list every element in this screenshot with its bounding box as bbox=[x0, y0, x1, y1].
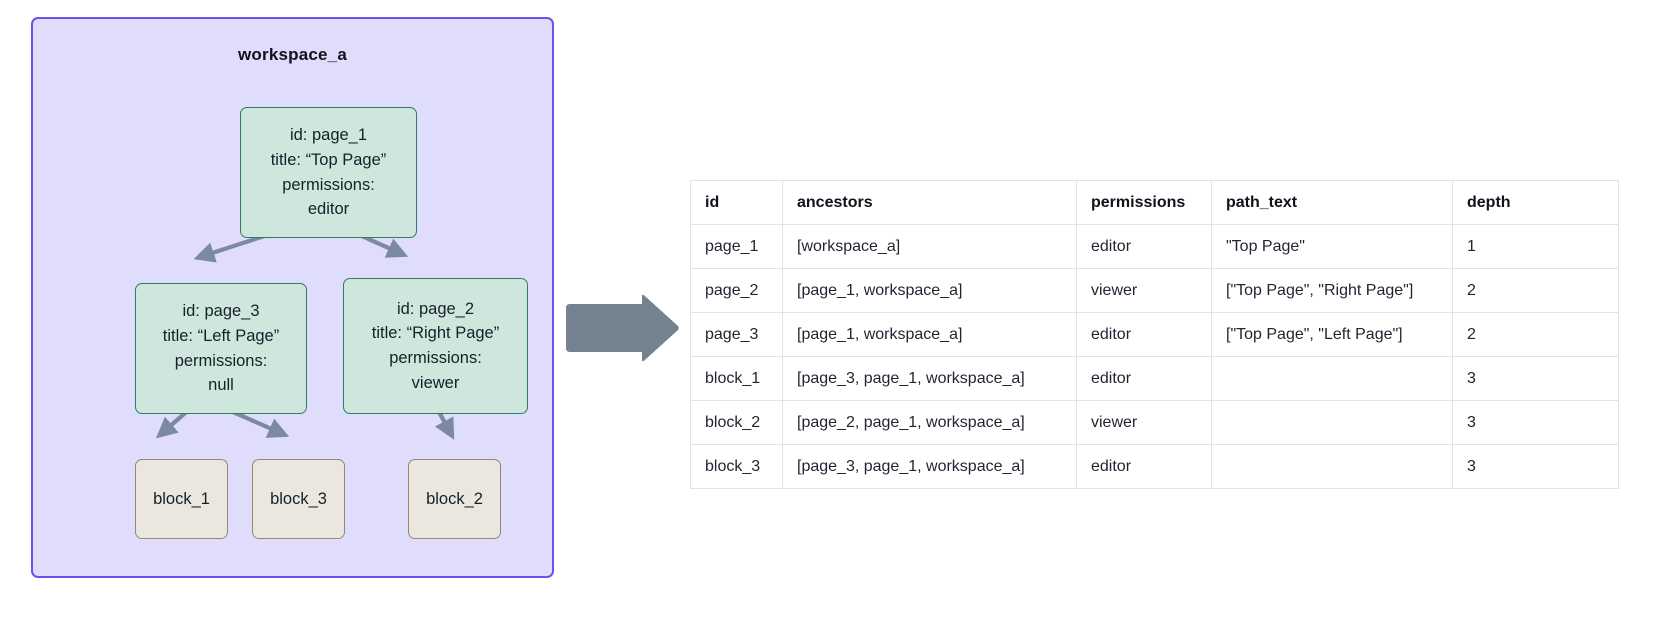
cell-permissions: editor bbox=[1076, 444, 1212, 489]
cell-permissions: editor bbox=[1076, 224, 1212, 269]
cell-depth: 2 bbox=[1452, 312, 1619, 357]
cell-depth: 2 bbox=[1452, 268, 1619, 313]
cell-permissions: viewer bbox=[1076, 268, 1212, 313]
column-header-permissions[interactable]: permissions bbox=[1076, 180, 1212, 225]
cell-depth: 3 bbox=[1452, 400, 1619, 445]
cell-permissions: editor bbox=[1076, 356, 1212, 401]
table-row[interactable]: block_1 [page_3, page_1, workspace_a] ed… bbox=[690, 356, 1619, 401]
cell-depth: 3 bbox=[1452, 444, 1619, 489]
node-block-2-label: block_2 bbox=[426, 489, 483, 508]
cell-permissions: editor bbox=[1076, 312, 1212, 357]
cell-path-text bbox=[1211, 400, 1453, 445]
node-page-1-permissions-value: editor bbox=[307, 200, 350, 219]
cell-id: page_1 bbox=[690, 224, 783, 269]
column-header-depth[interactable]: depth bbox=[1452, 180, 1619, 225]
cell-depth: 1 bbox=[1452, 224, 1619, 269]
node-page-2-permissions-label: permissions: bbox=[389, 349, 482, 367]
table-row[interactable]: page_3 [page_1, workspace_a] editor ["To… bbox=[690, 312, 1619, 357]
node-page-1-id: id: page_1 bbox=[289, 126, 368, 144]
cell-path-text bbox=[1211, 444, 1453, 489]
cell-id: page_3 bbox=[690, 312, 783, 357]
node-page-3-permissions-value: null bbox=[208, 376, 234, 395]
column-header-ancestors[interactable]: ancestors bbox=[782, 180, 1077, 225]
node-block-3[interactable]: block_3 bbox=[252, 459, 345, 539]
column-header-path-text[interactable]: path_text bbox=[1211, 180, 1453, 225]
cell-ancestors: [page_3, page_1, workspace_a] bbox=[782, 444, 1077, 489]
node-page-2[interactable]: id: page_2 title: “Right Page” permissio… bbox=[343, 278, 528, 414]
column-header-id[interactable]: id bbox=[690, 180, 783, 225]
result-table-container: id ancestors permissions path_text depth… bbox=[690, 180, 1619, 489]
workspace-container: workspace_a id: page_1 title: “Top Page”… bbox=[31, 17, 554, 578]
node-page-1[interactable]: id: page_1 title: “Top Page” permissions… bbox=[240, 107, 417, 238]
result-table: id ancestors permissions path_text depth… bbox=[690, 180, 1619, 489]
cell-id: block_1 bbox=[690, 356, 783, 401]
cell-path-text: ["Top Page", "Right Page"] bbox=[1211, 268, 1453, 313]
table-row[interactable]: page_1 [workspace_a] editor "Top Page" 1 bbox=[690, 224, 1619, 269]
cell-id: block_2 bbox=[690, 400, 783, 445]
table-row[interactable]: block_2 [page_2, page_1, workspace_a] vi… bbox=[690, 400, 1619, 445]
cell-ancestors: [page_1, workspace_a] bbox=[782, 312, 1077, 357]
cell-ancestors: [page_2, page_1, workspace_a] bbox=[782, 400, 1077, 445]
cell-ancestors: [page_3, page_1, workspace_a] bbox=[782, 356, 1077, 401]
transition-arrow-icon bbox=[566, 294, 679, 362]
cell-path-text: ["Top Page", "Left Page"] bbox=[1211, 312, 1453, 357]
node-block-1-label: block_1 bbox=[153, 489, 210, 508]
node-block-1[interactable]: block_1 bbox=[135, 459, 228, 539]
node-page-1-permissions-label: permissions: bbox=[282, 175, 375, 194]
node-page-2-permissions-value: viewer bbox=[411, 373, 460, 392]
node-block-3-label: block_3 bbox=[270, 489, 327, 508]
cell-ancestors: [page_1, workspace_a] bbox=[782, 268, 1077, 313]
node-page-3-id: id: page_3 bbox=[182, 302, 260, 320]
cell-id: block_3 bbox=[690, 444, 783, 489]
cell-id: page_2 bbox=[690, 268, 783, 313]
cell-permissions: viewer bbox=[1076, 400, 1212, 445]
workspace-title: workspace_a bbox=[238, 45, 347, 64]
node-page-3-title: title: “Left Page” bbox=[162, 326, 280, 345]
table-row[interactable]: page_2 [page_1, workspace_a] viewer ["To… bbox=[690, 268, 1619, 313]
node-page-2-title: title: “Right Page” bbox=[371, 324, 500, 343]
node-page-2-id: id: page_2 bbox=[396, 299, 475, 318]
table-row[interactable]: block_3 [page_3, page_1, workspace_a] ed… bbox=[690, 444, 1619, 489]
cell-ancestors: [workspace_a] bbox=[782, 224, 1077, 269]
cell-path-text: "Top Page" bbox=[1211, 224, 1453, 269]
table-header-row: id ancestors permissions path_text depth bbox=[690, 180, 1619, 225]
table-body: page_1 [workspace_a] editor "Top Page" 1… bbox=[690, 224, 1619, 489]
node-page-3[interactable]: id: page_3 title: “Left Page” permission… bbox=[135, 283, 307, 414]
cell-depth: 3 bbox=[1452, 356, 1619, 401]
node-block-2[interactable]: block_2 bbox=[408, 459, 501, 539]
node-page-3-permissions-label: permissions: bbox=[174, 351, 268, 370]
cell-path-text bbox=[1211, 356, 1453, 401]
node-page-1-title: title: “Top Page” bbox=[270, 150, 387, 169]
